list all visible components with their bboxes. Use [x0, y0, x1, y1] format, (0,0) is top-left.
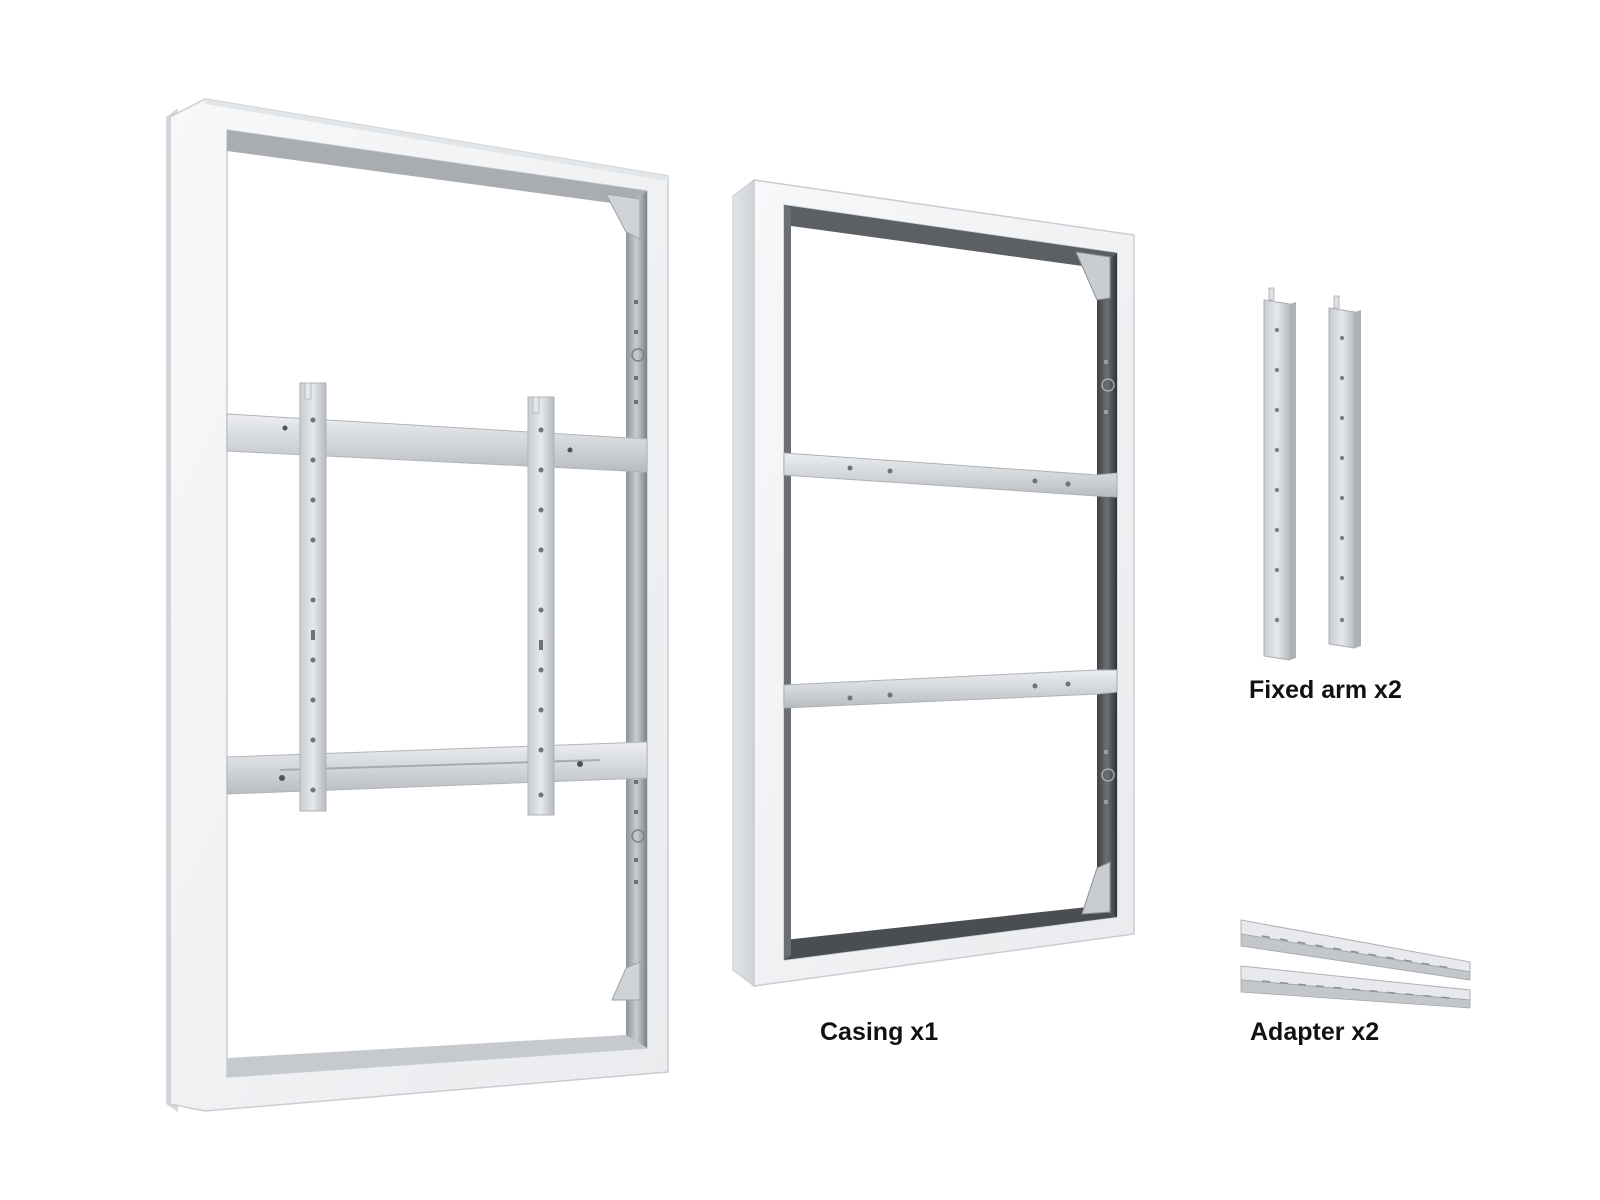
- adapter-1: [1240, 919, 1471, 981]
- frame-left-inner-top: [227, 130, 647, 205]
- corner-brace-icon: [611, 961, 641, 1001]
- casing-rail-holes: [847, 465, 1071, 701]
- frame-left-inner-bottom: [227, 1035, 647, 1077]
- casing-frame: [732, 178, 1135, 988]
- fixed-arm-holes: [1274, 327, 1345, 623]
- casing-label: Casing x1: [820, 1018, 939, 1046]
- top-rail: [226, 413, 648, 473]
- casing-face: [753, 179, 1135, 987]
- frame-left-inner-right: [626, 191, 647, 1048]
- fixed-arm-1: [1263, 287, 1296, 661]
- bottom-rail: [226, 741, 648, 795]
- fixed-arm-2: [1328, 295, 1361, 649]
- corner-brace-icon: [1075, 251, 1111, 301]
- casing-inner-left: [784, 205, 791, 960]
- frame-left-face: [169, 98, 669, 1112]
- casing-inner-right: [1097, 253, 1117, 917]
- fixed-arm-label: Fixed arm x2: [1249, 676, 1402, 704]
- casing-side: [732, 178, 755, 988]
- adapter-label: Adapter x2: [1250, 1018, 1380, 1046]
- adapter-2: [1240, 965, 1471, 1009]
- vesa-arm-right: [527, 396, 555, 816]
- casing-rail-top: [783, 452, 1118, 498]
- adapters: [1240, 919, 1471, 1009]
- arm-holes: [310, 417, 544, 798]
- corner-brace-icon: [605, 193, 641, 240]
- corner-brace-icon: [1081, 861, 1111, 915]
- vesa-arm-left: [299, 382, 327, 812]
- casing-inner-bottom: [784, 906, 1117, 960]
- casing-inner-top: [784, 205, 1117, 268]
- casing-rail-bottom: [783, 669, 1118, 709]
- fixed-arms: [1263, 287, 1361, 661]
- frame-with-mount: [166, 98, 669, 1112]
- mount-holes: [631, 300, 645, 884]
- casing-holes: [1101, 360, 1115, 804]
- frame-left-edge: [205, 99, 668, 181]
